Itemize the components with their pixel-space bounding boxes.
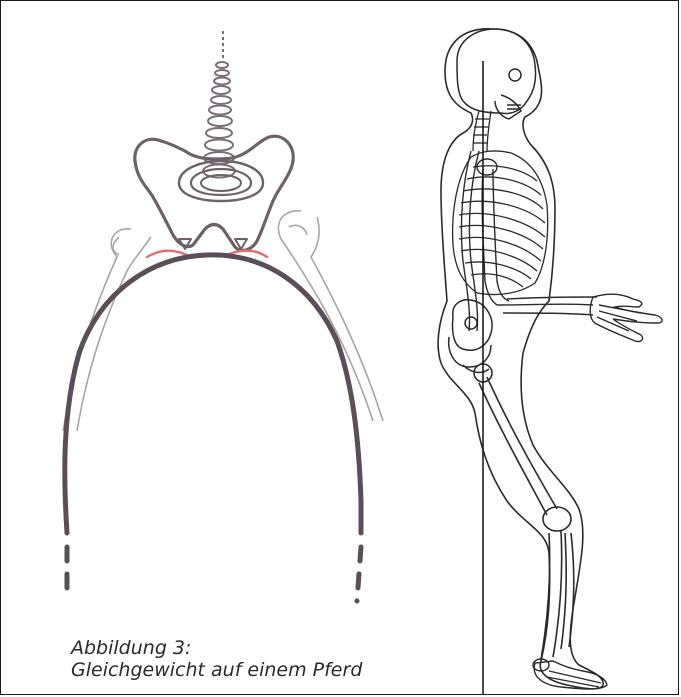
neck-vertebrae-icon bbox=[473, 111, 491, 151]
hip-bone-icon bbox=[449, 300, 492, 373]
forearm-hand-icon bbox=[497, 294, 662, 341]
caption-text: Gleichgewicht auf einem Pferd bbox=[71, 659, 362, 681]
body-silhouette-icon bbox=[438, 29, 603, 689]
skull-icon bbox=[457, 29, 536, 119]
figure-caption: Abbildung 3: Gleichgewicht auf einem Pfe… bbox=[69, 635, 368, 681]
caption-title: Abbildung 3: bbox=[71, 637, 362, 659]
thigh-bone-icon bbox=[474, 364, 571, 531]
